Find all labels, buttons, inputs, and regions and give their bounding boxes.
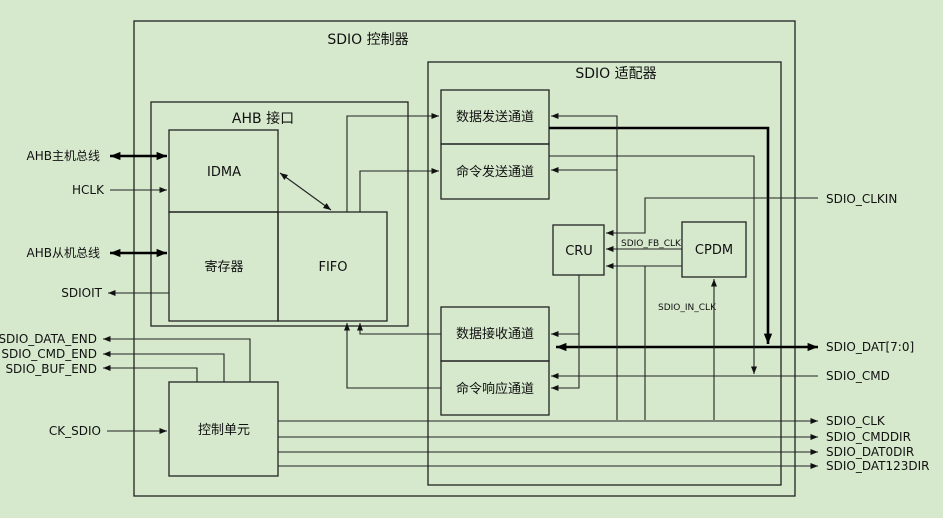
hclk-label: HCLK — [72, 183, 105, 197]
cmd-rsp-to-fifo — [343, 323, 441, 389]
cmd-tx-label: 命令发送通道 — [456, 164, 534, 180]
fb-clk-label: SDIO_FB_CLK — [621, 239, 682, 249]
ahb-interface-box — [150, 101, 409, 327]
data-end-label: SDIO_DATA_END — [0, 332, 97, 346]
cmd-rsp-label: 命令响应通道 — [456, 381, 534, 397]
data-tx-label: 数据发送通道 — [456, 109, 534, 125]
fifo-to-cmd-tx — [359, 167, 439, 212]
ck-sdio-label: CK_SDIO — [49, 424, 101, 438]
sdio-adapter-title: SDIO 适配器 — [575, 66, 656, 82]
sdio-controller-title: SDIO 控制器 — [327, 32, 408, 48]
cmd-tx-channel — [440, 143, 550, 200]
clkin-to-cru — [606, 197, 818, 237]
dat123dir-label: SDIO_DAT123DIR — [826, 459, 930, 473]
cru-to-data-tx-clk — [551, 112, 618, 420]
ahb-master-bus-label: AHB主机总线 — [27, 149, 100, 163]
cmd-tx-to-cmd-line — [549, 155, 758, 374]
sdio-adapter-box — [427, 61, 782, 486]
dat-label: SDIO_DAT[7:0] — [826, 340, 914, 354]
sdioit-label: SDIOIT — [61, 286, 102, 300]
cmd-end-label: SDIO_CMD_END — [1, 347, 97, 361]
register-label: 寄存器 — [204, 259, 243, 275]
cru-label: CRU — [565, 244, 593, 259]
data-end-wire — [103, 335, 251, 382]
cmddir-label: SDIO_CMDDIR — [826, 430, 911, 444]
dat0dir-label: SDIO_DAT0DIR — [826, 445, 914, 459]
cru-to-data-rx-clk — [551, 275, 580, 392]
cmd-end-wire — [103, 350, 225, 382]
data-rx-label: 数据接收通道 — [456, 326, 534, 342]
idma-fifo-arrow — [279, 172, 332, 211]
cmd-label: SDIO_CMD — [826, 369, 890, 383]
clkin-label: SDIO_CLKIN — [826, 192, 897, 206]
buf-end-label: SDIO_BUF_END — [5, 362, 97, 376]
cpdm-label: CPDM — [695, 243, 733, 258]
idma-label: IDMA — [207, 165, 241, 180]
ahb-interface-title: AHB 接口 — [232, 110, 294, 127]
ahb-slave-bus-label: AHB从机总线 — [27, 246, 100, 260]
sdio-controller-box — [133, 20, 796, 497]
in-clk-label: SDIO_IN_CLK — [658, 303, 717, 313]
data-tx-bus — [549, 126, 773, 344]
data-rx-to-fifo — [356, 323, 441, 335]
fifo-label: FIFO — [318, 260, 347, 275]
clk-label: SDIO_CLK — [826, 414, 886, 428]
control-unit-label: 控制单元 — [198, 423, 250, 438]
buf-end-wire — [103, 364, 198, 382]
fifo-to-data-tx — [346, 112, 439, 212]
fifo-block — [277, 211, 388, 322]
